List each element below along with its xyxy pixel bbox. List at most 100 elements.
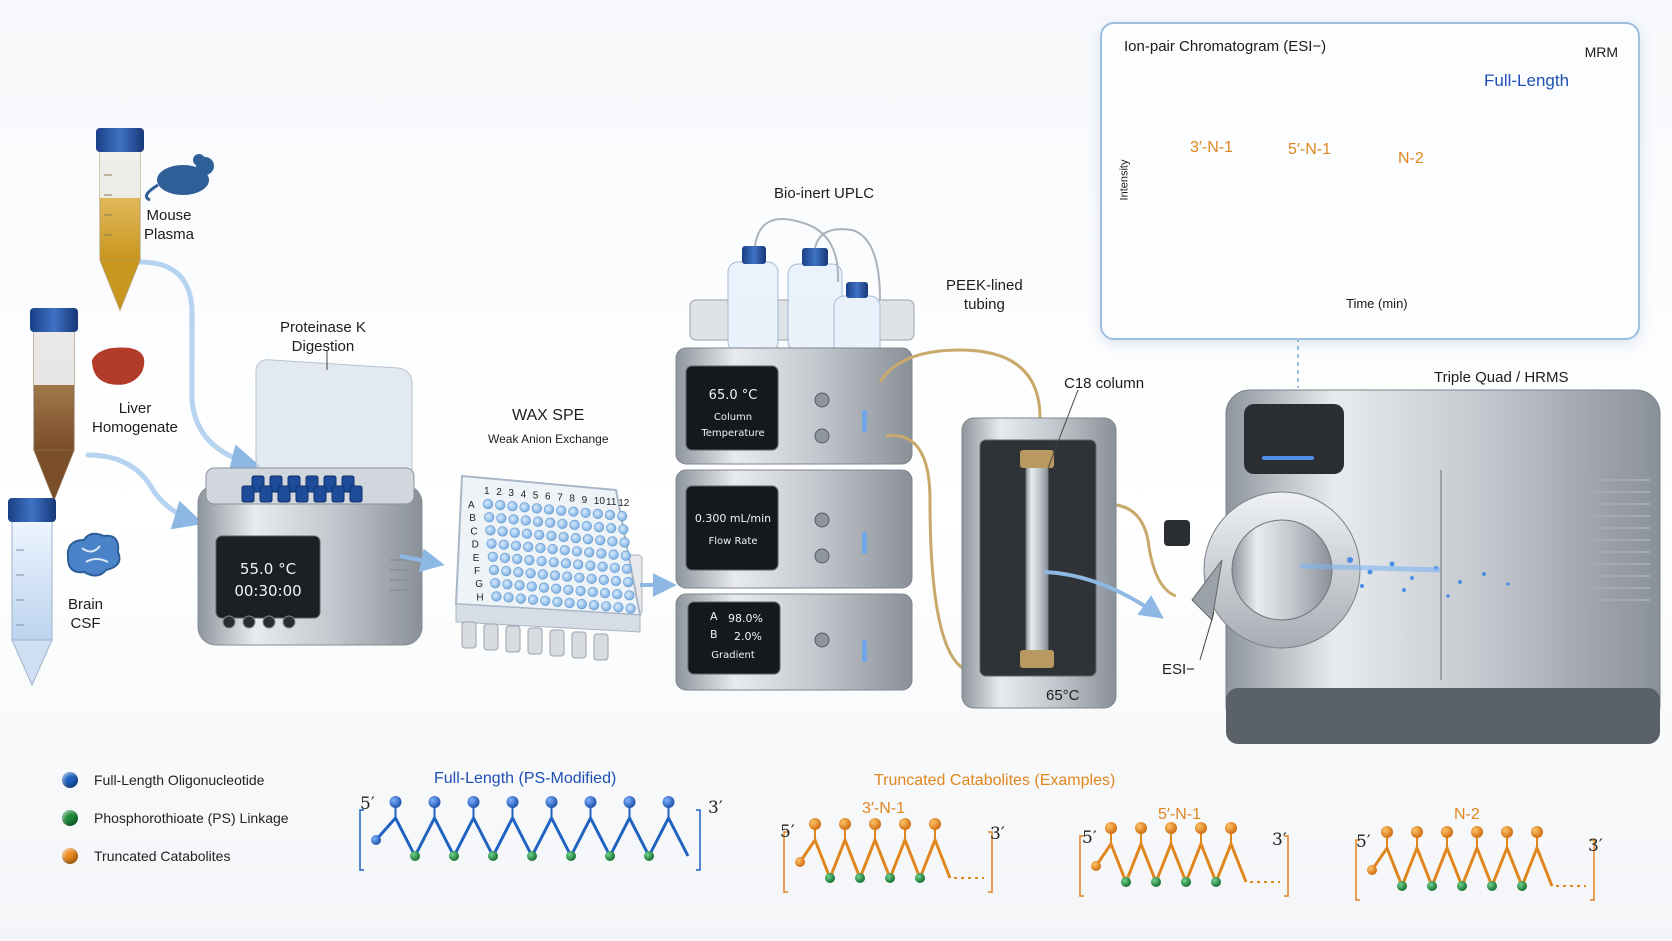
spe-well — [571, 546, 583, 557]
spe-row-label: H — [476, 592, 483, 603]
strand-bracket — [359, 809, 364, 871]
spe-col-label: 4 — [521, 489, 527, 500]
spe-well — [595, 535, 606, 546]
uplc-column-temp: 65.0 °C — [708, 388, 758, 403]
strand-label-n-2: N-2 — [1454, 806, 1480, 823]
ms-title: Triple Quad / HRMS — [1434, 369, 1569, 386]
nucleotide-ball — [428, 796, 441, 808]
spe-well — [546, 530, 557, 542]
digestion-temp: 55.0 °C — [239, 560, 297, 578]
heater-vials — [241, 475, 363, 503]
spe-well — [623, 576, 634, 588]
ps-linkage-ball — [605, 851, 615, 861]
strand-bracket — [1355, 839, 1360, 901]
strand-bracket — [1079, 835, 1084, 897]
ps-linkage-ball — [1121, 877, 1131, 887]
flow-arrow — [399, 548, 445, 573]
spe-well — [521, 528, 533, 539]
peak-label-5-n-1: 5′-N-1 — [1288, 141, 1332, 158]
peak-label-full-length: Full-Length — [1484, 71, 1570, 90]
spe-well — [488, 564, 500, 576]
spe-well — [609, 562, 620, 573]
spe-well — [526, 581, 537, 592]
prime-3-c: 3′ — [1588, 836, 1603, 856]
spe-well — [499, 552, 511, 564]
spe-well — [568, 506, 579, 517]
spe-well — [507, 501, 518, 512]
column-temp: 65°C — [1046, 687, 1080, 704]
spe-row-label: B — [469, 513, 476, 524]
spe-well — [524, 554, 535, 566]
spe-well — [621, 563, 633, 575]
spe-col-label: 7 — [557, 493, 563, 504]
heater-block — [197, 359, 423, 646]
spe-well — [604, 509, 616, 521]
spe-well — [613, 602, 624, 613]
strand-b — [1079, 822, 1289, 897]
mass-spectrometer — [1164, 389, 1661, 744]
spe-well — [624, 590, 635, 601]
spe-well — [485, 525, 496, 536]
spe-well — [584, 547, 595, 558]
nucleotide-ball — [1135, 822, 1147, 834]
spe-well — [510, 540, 522, 551]
ps-linkage-ball — [449, 851, 459, 861]
spe-well — [523, 541, 534, 553]
spe-well — [484, 512, 495, 523]
spe-well — [549, 570, 561, 581]
spe-well — [588, 600, 600, 611]
spe-col-label: 11 — [606, 497, 617, 508]
spe-subtitle: Weak Anion Exchange — [488, 432, 609, 446]
ps-linkage-ball — [825, 873, 835, 883]
spe-well — [509, 527, 520, 538]
nucleotide-ball — [389, 796, 402, 808]
digestion-time: 00:30:00 — [234, 582, 302, 600]
spe-row-label: F — [474, 566, 480, 577]
nucleotide-ball — [1105, 822, 1117, 834]
spe-col-label: 8 — [569, 494, 575, 505]
spe-well — [563, 584, 574, 595]
callout-lines — [326, 338, 1299, 661]
ps-linkage-ball — [1457, 881, 1467, 891]
brain-icon — [66, 532, 121, 577]
legend-item-full-length: Full-Length Oligonucleotide — [62, 772, 264, 788]
ps-linkage-ball — [855, 873, 865, 883]
spe-well — [586, 573, 597, 584]
ps-linkage-ball — [644, 851, 654, 861]
spe-row-label: C — [470, 526, 477, 537]
truncated-title: Truncated Catabolites (Examples) — [874, 772, 1116, 789]
spe-well — [587, 586, 598, 598]
chromatogram-title: Ion-pair Chromatogram (ESI−) — [1124, 38, 1327, 55]
prime-5-a: 5′ — [780, 822, 795, 842]
spe-well — [574, 572, 585, 583]
spe-well — [599, 587, 611, 599]
spe-well — [487, 551, 498, 562]
spe-well — [527, 594, 539, 605]
ps-linkage-ball — [488, 851, 498, 861]
chromatogram-panel: Ion-pair Chromatogram (ESI−) MRM Intensi… — [1100, 22, 1640, 340]
nucleotide-ball — [1381, 826, 1393, 838]
uplc-a-label: A — [710, 610, 718, 623]
spe-well — [498, 539, 509, 550]
spe-row-label: G — [475, 579, 483, 590]
spe-well — [482, 498, 494, 510]
spe-well — [512, 553, 523, 565]
spe-well — [582, 534, 594, 545]
spe-col-label: 12 — [618, 498, 630, 509]
ps-linkage-ball — [410, 851, 420, 861]
csf-tube — [8, 498, 56, 687]
nucleotide-ball — [809, 818, 821, 830]
legend-dot-blue — [62, 772, 78, 788]
nucleotide-ball — [1471, 826, 1483, 838]
spe-well — [592, 508, 603, 520]
spe-row-label: D — [472, 540, 479, 551]
nucleotide-ball — [1411, 826, 1423, 838]
uplc-temperature-label: Temperature — [701, 428, 765, 439]
ion-spray — [1347, 557, 1510, 598]
spe-well — [543, 504, 555, 515]
ps-linkage-ball — [1181, 877, 1191, 887]
spe-well — [532, 516, 544, 527]
ps-linkage-ball — [566, 851, 576, 861]
